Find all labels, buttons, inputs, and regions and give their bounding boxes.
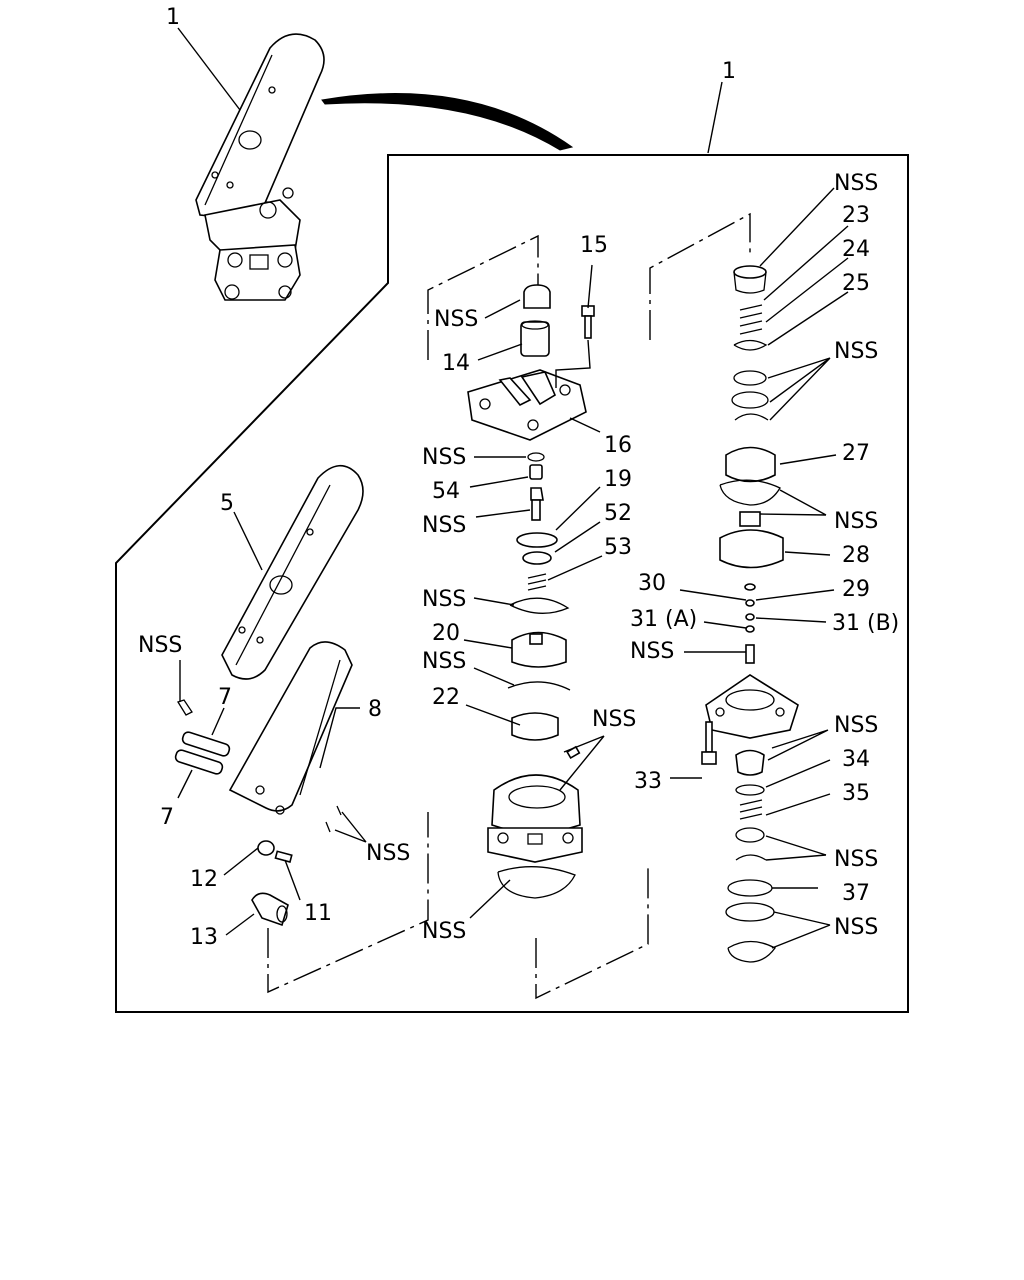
nss-label: NSS — [834, 171, 878, 196]
nss-label: NSS — [422, 445, 466, 470]
nss-label: NSS — [592, 707, 636, 732]
label-bolt-top: 15 — [580, 233, 608, 258]
center-column-illustration — [467, 284, 595, 899]
label-bolt-33: 33 — [634, 769, 662, 794]
label-seat-37: 37 — [842, 881, 870, 906]
nss-label: NSS — [834, 915, 878, 940]
exploded-view-frame — [115, 154, 909, 1013]
label-cover: 16 — [604, 433, 632, 458]
label-washer-31a: 31 (A) — [630, 607, 697, 632]
label-main-assembly: 1 — [166, 5, 180, 30]
label-spring-24: 24 — [842, 237, 870, 262]
label-screw: 11 — [304, 901, 332, 926]
label-seat-23: 23 — [842, 203, 870, 228]
label-washer-31b: 31 (B) — [832, 611, 899, 636]
label-washer-30: 30 — [638, 571, 666, 596]
label-plunger-cap: 14 — [442, 351, 470, 376]
nss-label: NSS — [366, 841, 410, 866]
label-pedal: 5 — [220, 491, 234, 516]
nss-label: NSS — [834, 509, 878, 534]
nss-labels: NSS NSS NSS NSS NSS NSS NSS NSS NSS NSS … — [138, 171, 878, 944]
label-seat-52: 52 — [604, 501, 632, 526]
label-spring-35: 35 — [842, 781, 870, 806]
label-piston-20: 20 — [432, 621, 460, 646]
label-spring-54: 54 — [432, 479, 460, 504]
pedal-illustration — [174, 464, 364, 927]
label-stopper: 13 — [190, 925, 218, 950]
label-pin-lower: 7 — [160, 805, 174, 830]
pedal-assembly-illustration — [195, 33, 325, 301]
label-ring-27: 27 — [842, 441, 870, 466]
label-ring-25: 25 — [842, 271, 870, 296]
label-spring-22: 22 — [432, 685, 460, 710]
nss-label: NSS — [834, 713, 878, 738]
nss-label: NSS — [422, 649, 466, 674]
nss-label: NSS — [630, 639, 674, 664]
nss-label: NSS — [422, 587, 466, 612]
nss-label: NSS — [834, 847, 878, 872]
label-valve-stem: 19 — [604, 467, 632, 492]
nss-label: NSS — [422, 513, 466, 538]
callout-labels: 1 1 5 7 7 8 11 12 13 14 15 16 19 52 53 5… — [160, 5, 899, 950]
nss-label: NSS — [138, 633, 182, 658]
leader-lines — [177, 27, 849, 949]
right-column-illustration — [701, 265, 799, 963]
label-nut: 12 — [190, 867, 218, 892]
curved-arrow — [321, 93, 574, 151]
nss-label: NSS — [834, 339, 878, 364]
label-spring-53: 53 — [604, 535, 632, 560]
label-pin-upper: 7 — [218, 685, 232, 710]
label-bracket: 8 — [368, 697, 382, 722]
label-inset-assembly: 1 — [722, 59, 736, 84]
label-piston-28: 28 — [842, 543, 870, 568]
label-washer-29: 29 — [842, 577, 870, 602]
nss-label: NSS — [422, 919, 466, 944]
nss-label: NSS — [434, 307, 478, 332]
label-valve-34: 34 — [842, 747, 870, 772]
